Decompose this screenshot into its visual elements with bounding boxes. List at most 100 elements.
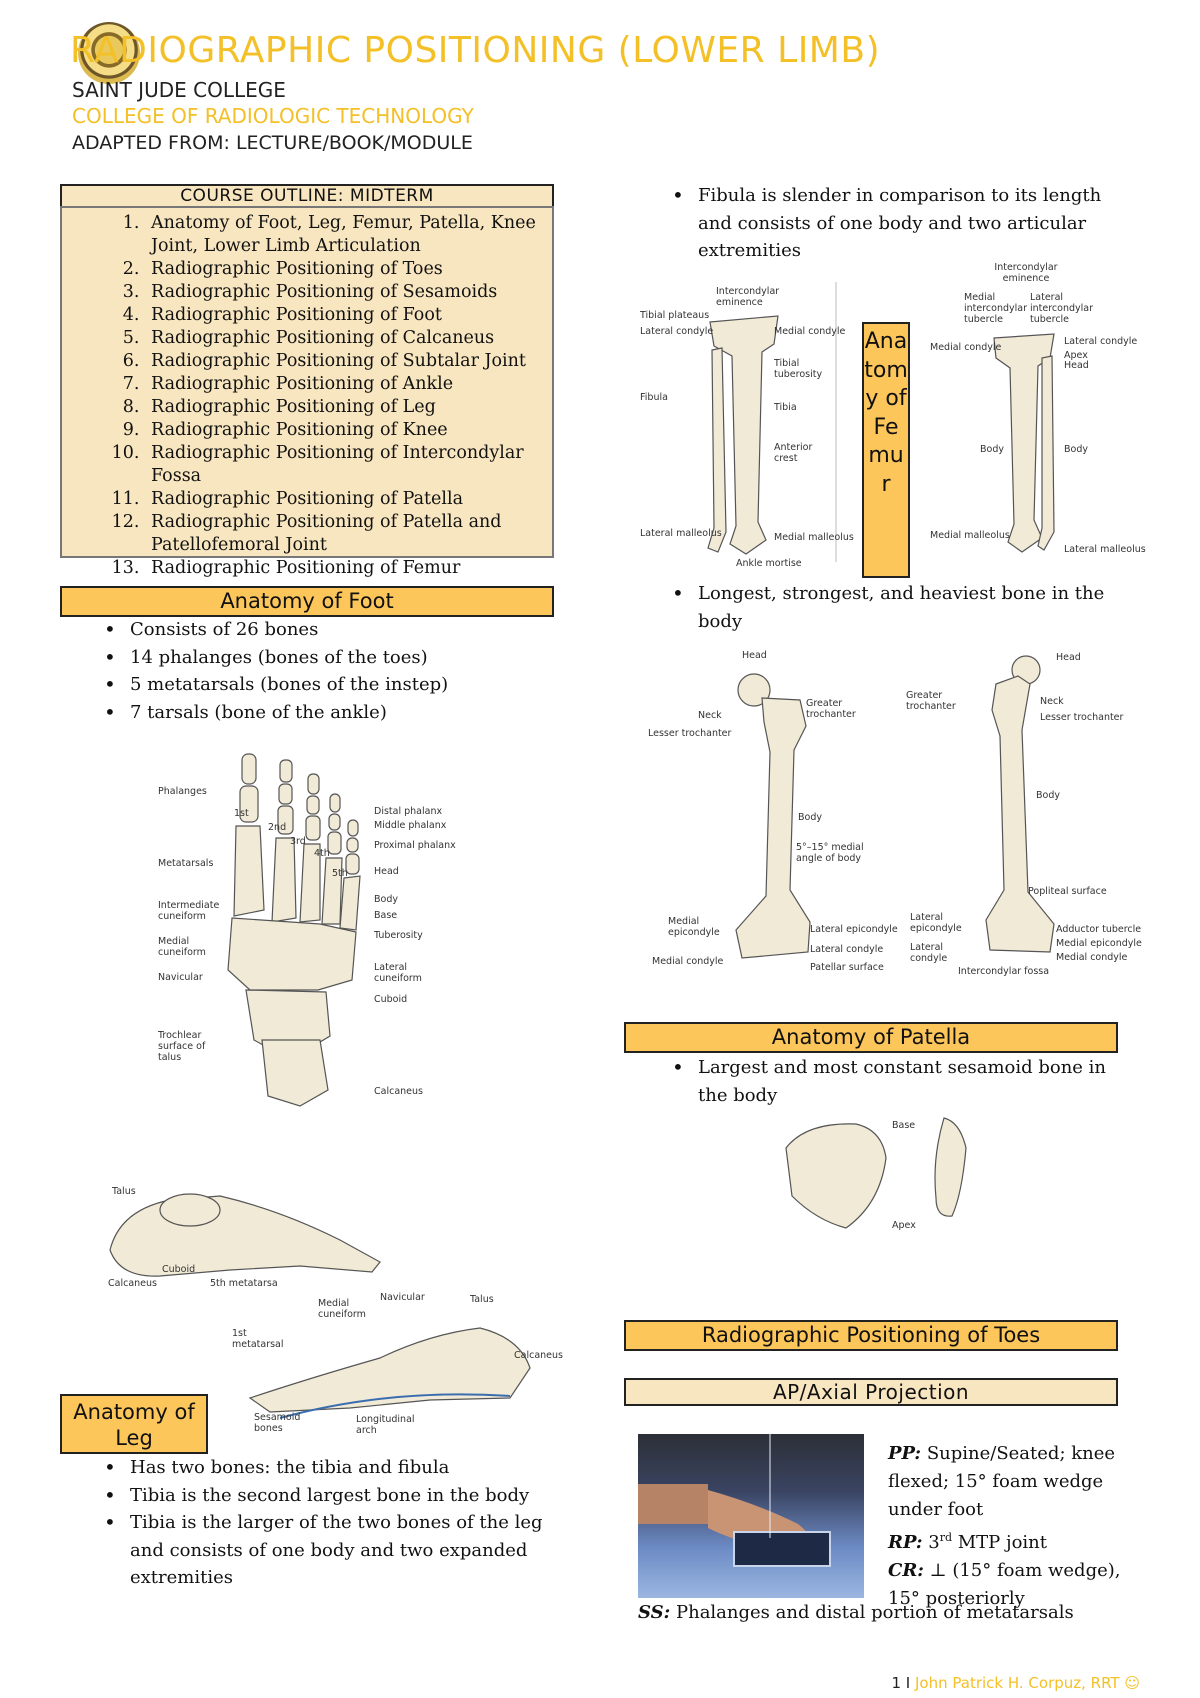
- footer-author: John Patrick H. Corpuz, RRT ☺: [915, 1674, 1140, 1692]
- label-2nd: 2nd: [268, 822, 286, 833]
- foot-bullets: Consists of 26 bones 14 phalanges (bones…: [84, 616, 564, 726]
- label-greater-trochanter: Greater trochanter: [806, 698, 856, 720]
- label-metatarsals: Metatarsals: [158, 858, 214, 869]
- label-greater-trochanter: Greater trochanter: [906, 690, 956, 712]
- foot-lateral-diagram: Talus Calcaneus Cuboid 5th metatarsa: [100, 1170, 390, 1290]
- source-note: ADAPTED FROM: LECTURE/BOOK/MODULE: [72, 132, 473, 154]
- label-medial-malleolus: Medial malleolus: [774, 532, 854, 543]
- label-ankle-mortise: Ankle mortise: [736, 558, 802, 569]
- label-trochlear-surface: Trochlear surface of talus: [158, 1030, 206, 1063]
- femur-anterior-illustration: [735, 673, 811, 959]
- label-lesser-trochanter: Lesser trochanter: [1040, 712, 1124, 723]
- leg-bullets: Has two bones: the tibia and fibula Tibi…: [84, 1454, 574, 1592]
- rp-label: RP:: [888, 1532, 923, 1553]
- label-4th: 4th: [314, 848, 330, 859]
- outline-item: Radiographic Positioning of Toes: [145, 258, 552, 281]
- label-talus: Talus: [470, 1294, 494, 1305]
- label-medial-cuneiform: Medial cuneiform: [158, 936, 206, 958]
- label-5th-metatarsal: 5th metatarsa: [210, 1278, 278, 1289]
- page-number: 1: [891, 1674, 901, 1692]
- course-outline-list: Anatomy of Foot, Leg, Femur, Patella, Kn…: [62, 212, 552, 580]
- femur-posterior-illustration: [985, 655, 1055, 953]
- label-intermediate-cuneiform: Intermediate cuneiform: [158, 900, 220, 922]
- label-3rd: 3rd: [290, 836, 306, 847]
- label-lesser-trochanter: Lesser trochanter: [648, 728, 732, 739]
- outline-item: Anatomy of Foot, Leg, Femur, Patella, Kn…: [145, 212, 552, 258]
- label-tibial-tuberosity: Tibial tuberosity: [774, 358, 823, 380]
- foot-dorsal-diagram: 1st 2nd 3rd 4th 5th Phalanges Metatarsal…: [150, 740, 456, 1110]
- label-apex: Apex: [1064, 350, 1088, 361]
- label-medial-cuneiform: Medial cuneiform: [318, 1298, 366, 1320]
- toes-heading: Radiographic Positioning of Toes: [624, 1320, 1118, 1351]
- ss-label: SS:: [638, 1602, 671, 1623]
- label-lateral-cuneiform: Lateral cuneiform: [374, 962, 422, 984]
- list-item: Largest and most constant sesamoid bone …: [672, 1054, 1110, 1109]
- tibia-fibula-posterior-illustration: [993, 333, 1055, 553]
- femur-posterior-diagram: Head Greater trochanter Neck Lesser troc…: [900, 640, 1142, 980]
- patella-diagram: Base Apex: [776, 1108, 996, 1238]
- central-ray: CR: ⊥ (15° foam wedge), 15° posteriorly: [888, 1557, 1128, 1613]
- course-outline-box: Anatomy of Foot, Leg, Femur, Patella, Kn…: [60, 206, 554, 578]
- label-distal-phalanx: Distal phalanx: [374, 806, 443, 817]
- label-body-fibula: Body: [1064, 444, 1088, 455]
- foot-on-detector-illustration: [638, 1434, 831, 1567]
- label-lateral-malleolus: Lateral malleolus: [640, 528, 722, 539]
- label-head: Head: [374, 866, 399, 877]
- label-tibial-plateaus: Tibial plateaus: [640, 310, 710, 321]
- pp-label: PP:: [888, 1443, 922, 1464]
- label-middle-phalanx: Middle phalanx: [374, 820, 447, 831]
- tibia-fibula-illustration: [707, 282, 837, 562]
- list-item: Fibula is slender in comparison to its l…: [672, 182, 1110, 265]
- label-head: Head: [742, 650, 767, 661]
- label-navicular: Navicular: [380, 1292, 425, 1303]
- foot-heading: Anatomy of Foot: [60, 586, 554, 617]
- label-tibia: Tibia: [774, 402, 797, 413]
- label-popliteal-surface: Popliteal surface: [1028, 886, 1107, 897]
- cr-text: ⊥ (15° foam wedge), 15° posteriorly: [888, 1560, 1121, 1609]
- outline-item: Radiographic Positioning of Femur: [145, 557, 552, 580]
- label-lateral-condyle: Lateral condyle: [810, 944, 884, 955]
- rp-text: MTP joint: [957, 1532, 1048, 1553]
- label-head: Head: [1064, 360, 1089, 371]
- reference-point: RP: 3rd MTP joint: [888, 1524, 1128, 1557]
- label-talus: Talus: [112, 1186, 136, 1197]
- rp-suffix: rd: [939, 1531, 952, 1544]
- outline-item: Radiographic Positioning of Patella: [145, 488, 552, 511]
- label-intercondylar-eminence: Intercondylar eminence: [716, 286, 780, 308]
- label-head: Head: [1056, 652, 1081, 663]
- list-item: 5 metatarsals (bones of the instep): [104, 671, 564, 699]
- label-medial-condyle: Medial condyle: [930, 342, 1002, 353]
- label-body-tibia: Body: [980, 444, 1004, 455]
- page-footer: 1 I John Patrick H. Corpuz, RRT ☺: [891, 1674, 1140, 1692]
- leg-heading: Anatomy of Leg: [60, 1394, 208, 1454]
- outline-item: Radiographic Positioning of Ankle: [145, 373, 552, 396]
- school-name: SAINT JUDE COLLEGE: [72, 78, 286, 102]
- label-phalanges: Phalanges: [158, 786, 207, 797]
- label-longitudinal-arch: Longitudinal arch: [356, 1414, 415, 1436]
- list-item: 7 tarsals (bone of the ankle): [104, 699, 564, 727]
- foot-medial-diagram: Medial cuneiform Navicular Talus 1st met…: [230, 1288, 570, 1438]
- label-lateral-malleolus: Lateral malleolus: [1064, 544, 1146, 555]
- positioning-details: PP: Supine/Seated; knee flexed; 15° foam…: [888, 1440, 1128, 1613]
- label-neck: Neck: [698, 710, 722, 721]
- list-item: Longest, strongest, and heaviest bone in…: [672, 580, 1110, 635]
- label-base: Base: [374, 910, 398, 921]
- footer-separator: I: [905, 1674, 911, 1692]
- outline-item: Radiographic Positioning of Calcaneus: [145, 327, 552, 350]
- outline-item: Radiographic Positioning of Sesamoids: [145, 281, 552, 304]
- patella-bullets: Largest and most constant sesamoid bone …: [650, 1054, 1110, 1109]
- fibula-bullets: Fibula is slender in comparison to its l…: [650, 182, 1110, 265]
- label-medial-epicondyle: Medial epicondyle: [668, 916, 720, 938]
- document-title: RADIOGRAPHIC POSITIONING (LOWER LIMB): [70, 30, 881, 71]
- label-1st-metatarsal: 1st metatarsal: [232, 1328, 284, 1350]
- femur-bullets: Longest, strongest, and heaviest bone in…: [650, 580, 1110, 635]
- course-outline-heading: COURSE OUTLINE: MIDTERM: [60, 184, 554, 208]
- patella-heading: Anatomy of Patella: [624, 1022, 1118, 1053]
- label-tuberosity: Tuberosity: [374, 930, 423, 941]
- label-body: Body: [1036, 790, 1060, 801]
- list-item: Consists of 26 bones: [104, 616, 564, 644]
- label-lateral-condyle: Lateral condyle: [640, 326, 714, 337]
- label-medial-malleolus: Medial malleolus: [930, 530, 1010, 541]
- outline-item: Radiographic Positioning of Foot: [145, 304, 552, 327]
- label-lateral-condyle: Lateral condyle: [910, 942, 948, 964]
